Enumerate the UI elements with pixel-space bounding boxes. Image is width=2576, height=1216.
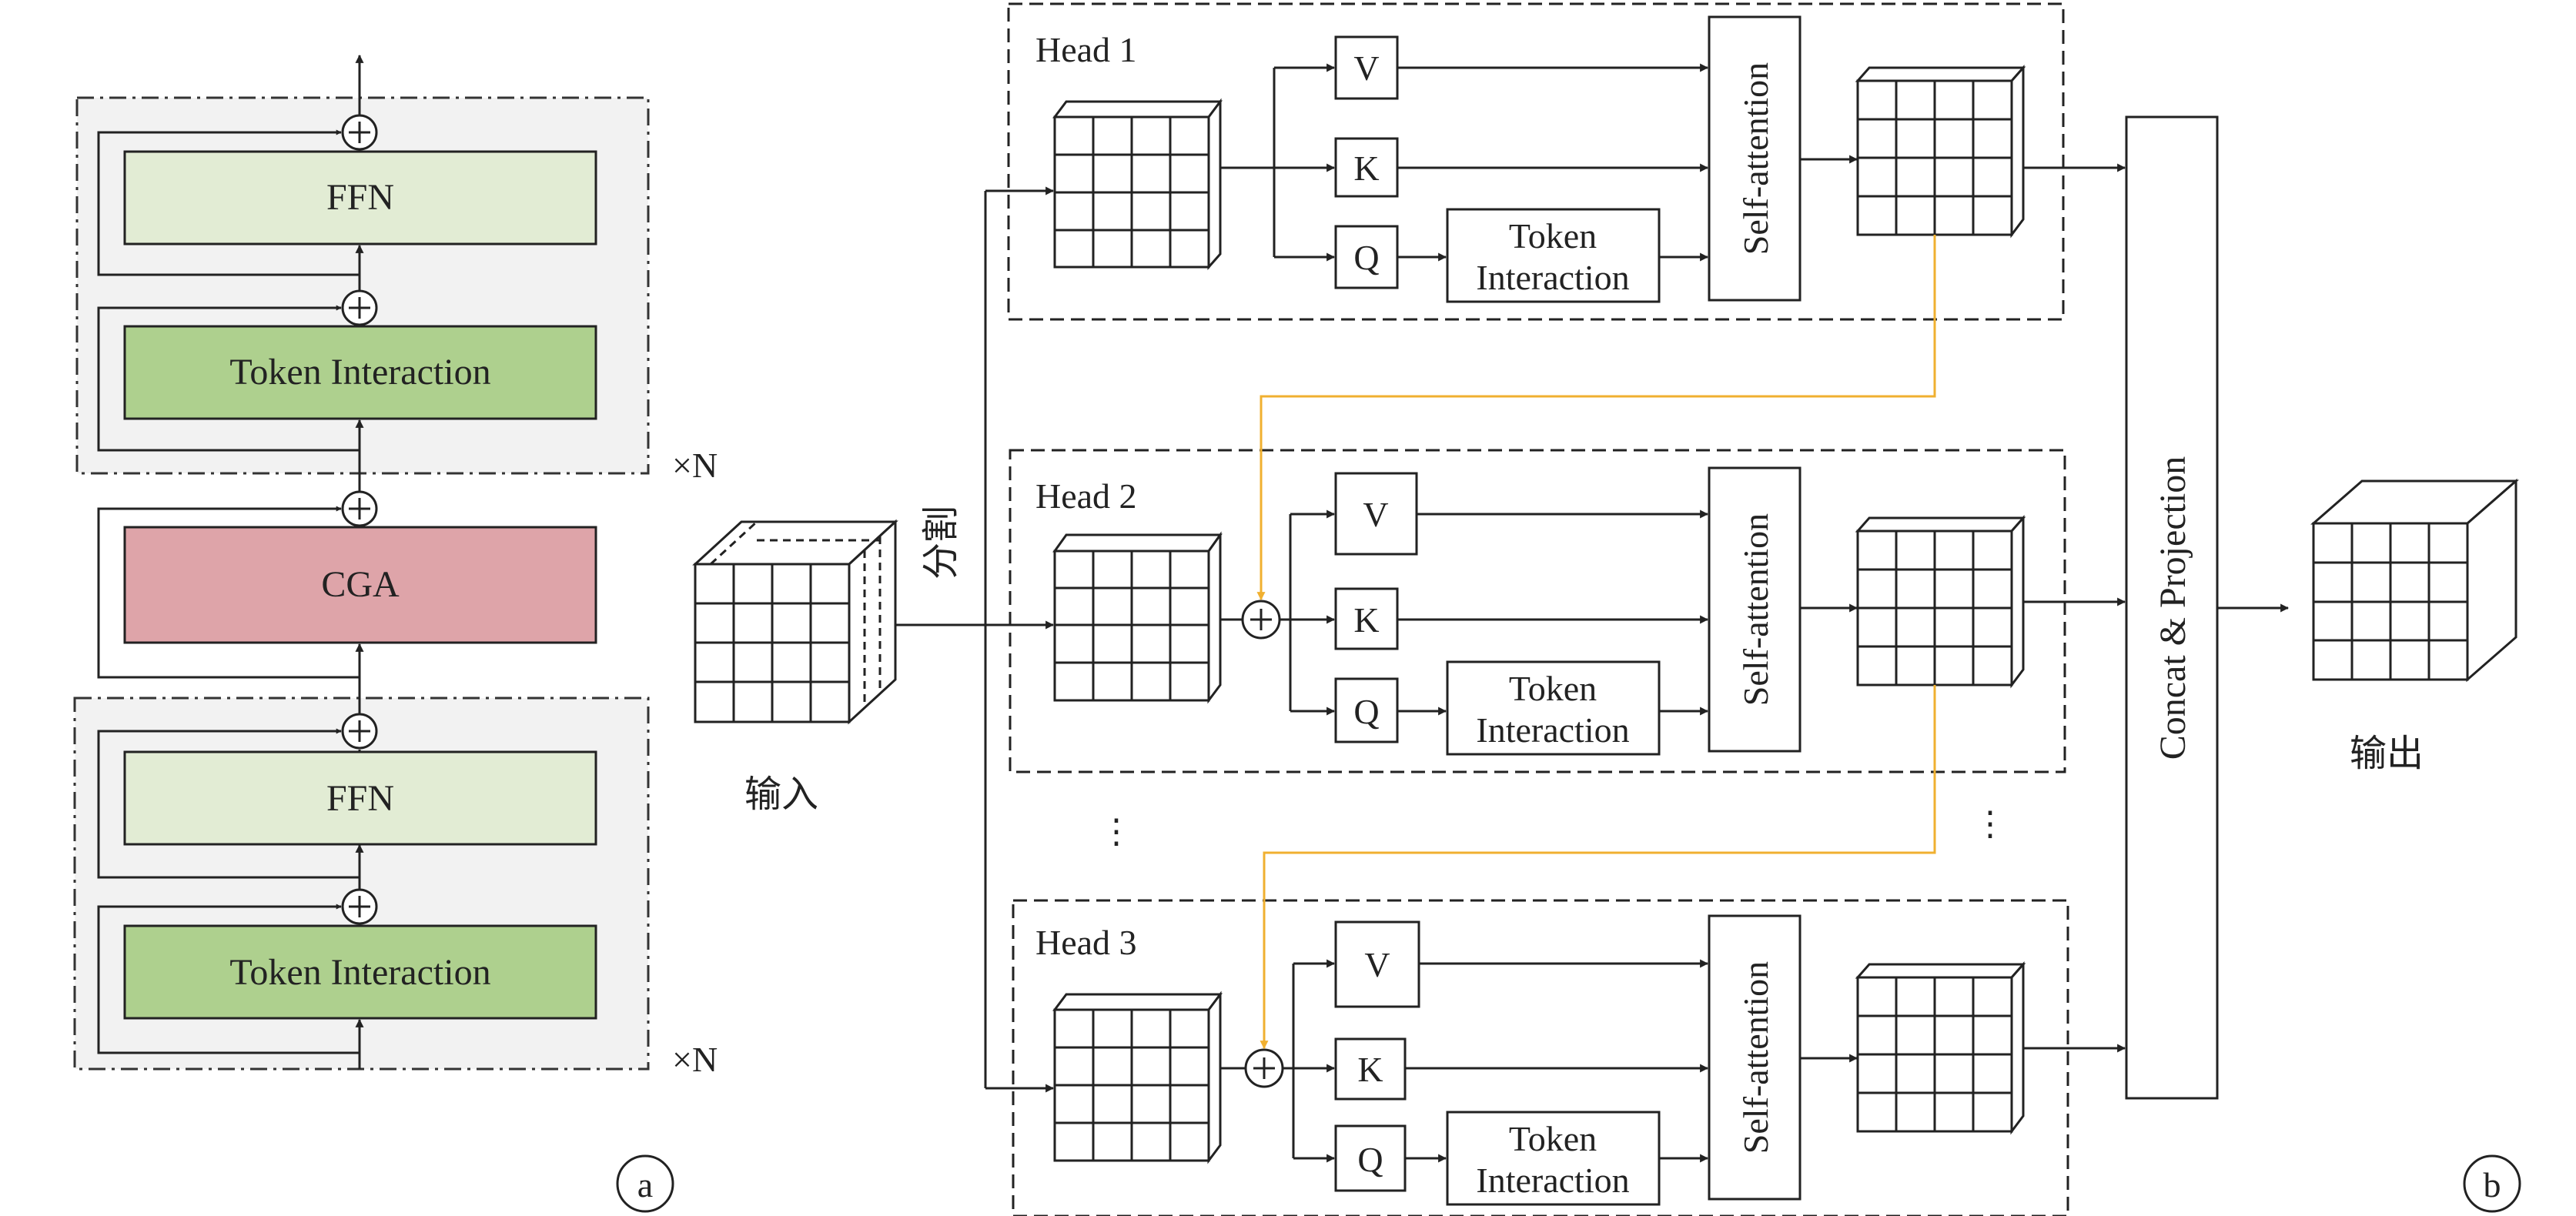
concat-projection-label: Concat & Projection <box>2153 456 2193 760</box>
head-1-q-box <box>1334 225 1399 289</box>
cascade-connectors <box>1256 235 1936 1050</box>
head-2-q-box <box>1334 677 1399 743</box>
head-2-frame <box>1009 449 2066 773</box>
output-label: 输出 <box>2350 733 2424 774</box>
ffn-block-top <box>123 150 597 246</box>
head-2-arrows <box>1397 509 1858 716</box>
head-1-token-interaction-box <box>1446 208 1661 303</box>
head-3-input-cube <box>1052 991 1223 1164</box>
ffn-label-top: FFN <box>326 177 394 218</box>
head-2-token-line2: Interaction <box>1476 710 1629 750</box>
head-2-self-attention-box <box>1708 466 1802 753</box>
head-2-branches <box>1220 509 1336 716</box>
concat-projection-box <box>2125 115 2219 1100</box>
panel-a-label: a <box>637 1165 653 1204</box>
head-1-self-attention-label: Self-attention <box>1736 62 1775 255</box>
repeat-label-bottom: ×N <box>672 1040 718 1079</box>
token-interaction-block-top <box>123 325 597 420</box>
split-label: 分割 <box>921 506 962 580</box>
head-3-self-attention-label: Self-attention <box>1736 961 1775 1154</box>
head-2-k-label: K <box>1353 600 1379 640</box>
repeat-label-top: ×N <box>672 446 718 485</box>
ellipsis-right: ⋮ <box>1973 805 2007 843</box>
head-1-k-box <box>1334 137 1399 198</box>
head-2-k-box <box>1334 587 1399 650</box>
head-1-branches <box>1220 63 1336 262</box>
head-3-output-cube <box>1855 961 2026 1135</box>
head-1-token-line2: Interaction <box>1476 258 1629 297</box>
head-2-v-box <box>1334 472 1418 556</box>
panel-a-label-circle <box>616 1154 674 1213</box>
head-3-token-line2: Interaction <box>1476 1161 1629 1200</box>
head-1-self-attention-box <box>1708 15 1802 302</box>
head-3-v-box <box>1334 920 1420 1008</box>
head-3-q-label: Q <box>1357 1140 1383 1179</box>
head-2-q-label: Q <box>1353 692 1379 731</box>
head-3-k-label: K <box>1357 1050 1383 1089</box>
head-1-token-line1: Token <box>1509 216 1597 256</box>
panel-a <box>73 54 674 1213</box>
head-1-arrows <box>1397 63 1858 262</box>
input-tensor-cube <box>692 519 898 725</box>
token-interaction-label-bottom: Token Interaction <box>229 952 490 993</box>
head-3-token-line1: Token <box>1509 1119 1597 1158</box>
head-3-self-attention-box <box>1708 914 1802 1201</box>
panel-b <box>692 2 2521 1216</box>
head-3-v-label: V <box>1364 945 1390 984</box>
head-2-self-attention-label: Self-attention <box>1736 513 1775 706</box>
head-1-q-label: Q <box>1353 238 1379 277</box>
head-1-v-label: V <box>1353 48 1379 88</box>
head-3-branches <box>1220 959 1336 1163</box>
cga-label: CGA <box>321 564 400 605</box>
residual-connections <box>97 129 360 1054</box>
head-2-token-interaction-box <box>1446 660 1661 756</box>
head-1-output-cube <box>1855 65 2026 239</box>
head-3-title: Head 3 <box>1035 923 1137 962</box>
head-2-title: Head 2 <box>1035 476 1137 516</box>
ffn-label-bottom: FFN <box>326 778 394 819</box>
head-1-k-label: K <box>1353 149 1379 188</box>
head-3-q-box <box>1334 1124 1407 1192</box>
panel-b-label-circle <box>2463 1154 2521 1213</box>
input-label: 输入 <box>744 774 818 815</box>
head-1-title: Head 1 <box>1035 30 1137 69</box>
head-3-frame <box>1012 899 2069 1216</box>
head-2-input-cube <box>1052 531 1223 704</box>
head-3-token-interaction-box <box>1446 1111 1661 1206</box>
split-connections <box>895 186 1055 1093</box>
panel-b-label: b <box>2484 1165 2501 1204</box>
head-2-output-cube <box>1855 515 2026 689</box>
head-3-add-circle <box>1244 1048 1284 1088</box>
head-2-v-label: V <box>1363 495 1388 534</box>
head-2-token-line1: Token <box>1509 669 1597 708</box>
head-3-arrows <box>1405 959 1858 1163</box>
token-interaction-label-top: Token Interaction <box>229 352 490 393</box>
ellipsis-left: ⋮ <box>1099 813 1133 850</box>
output-tensor-cube <box>2310 478 2519 683</box>
head-1-frame <box>1007 2 2065 321</box>
head-1-input-cube <box>1052 98 1223 270</box>
head-2-add-circle <box>1241 600 1281 640</box>
head-3-k-box <box>1334 1037 1407 1101</box>
